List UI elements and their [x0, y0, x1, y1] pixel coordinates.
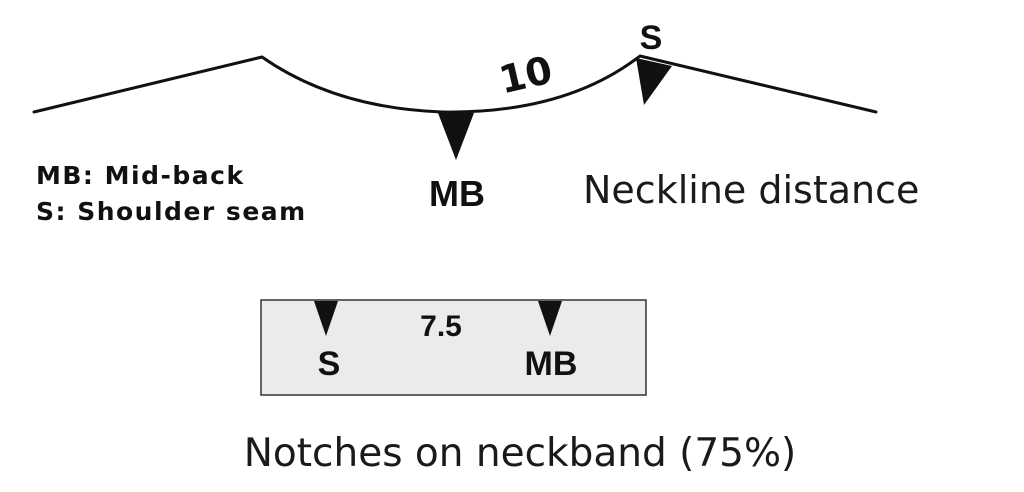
midback-notch-marker [438, 113, 474, 160]
neckband-length-label: 7.5 [420, 310, 462, 343]
shoulder-notch-label: S [640, 19, 663, 57]
curve-length-label: 10 [495, 48, 556, 103]
neckband-shoulder-label: S [318, 345, 341, 383]
neckband-midback-notch-marker [538, 301, 562, 336]
midback-notch-label: MB [429, 173, 485, 214]
legend-line-shoulder: S: Shoulder seam [36, 197, 307, 226]
neckband-caption: Notches on neckband (75%) [244, 431, 797, 476]
legend-line-midback: MB: Mid-back [36, 161, 245, 190]
shoulder-notch-marker [636, 58, 672, 105]
neckband-shoulder-notch-marker [314, 301, 338, 336]
neckline-caption: Neckline distance [583, 168, 919, 212]
neckline-curve [32, 54, 878, 114]
neckband-midback-label: MB [525, 345, 578, 383]
